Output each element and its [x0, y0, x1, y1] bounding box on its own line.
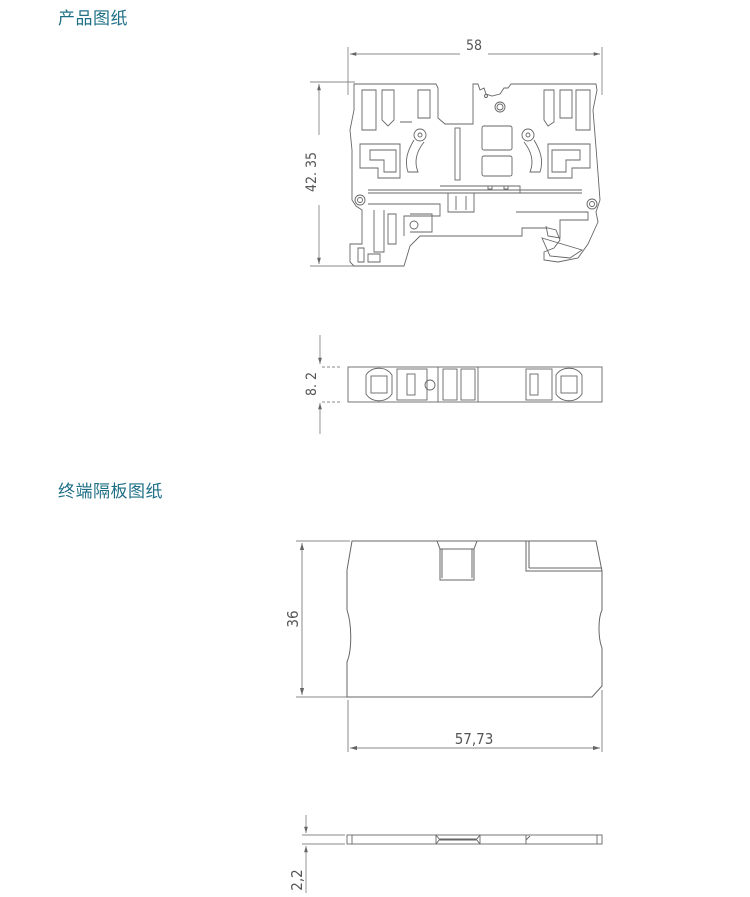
dim-width-58: 58: [466, 38, 482, 54]
end-plate-side-view: [302, 815, 603, 893]
dim-width-57-73: 57,73: [455, 730, 494, 748]
end-plate-front-view: [296, 540, 603, 752]
section-title-product-drawing: 产品图纸: [58, 9, 128, 29]
dim-height-42-35: 42. 35: [304, 152, 320, 192]
dim-height-36: 36: [284, 610, 302, 627]
section-title-end-plate-drawing: 终端隔板图纸: [58, 482, 163, 502]
dim-thickness-2-2: 2,2: [288, 869, 306, 890]
product-top-view: [318, 335, 603, 434]
product-front-view: [310, 47, 603, 267]
dim-height-8-2: 8. 2: [304, 372, 320, 396]
